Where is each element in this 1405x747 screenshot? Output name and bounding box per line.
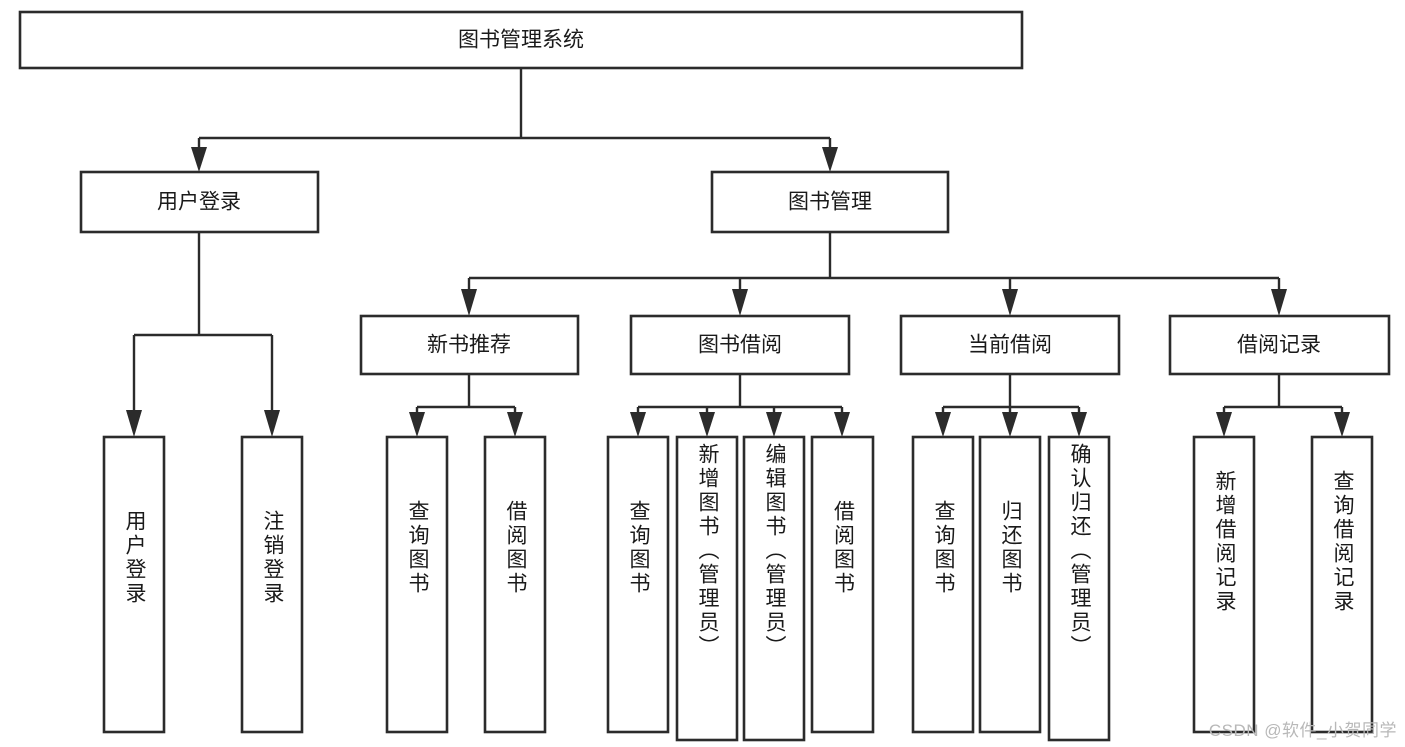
node-book-management[interactable]: 图书管理: [710, 170, 950, 234]
csdn-watermark: CSDN @软件_小贺同学: [1208, 721, 1397, 740]
connector-group-bookmgmt: [461, 232, 1287, 316]
arrow-head-leaf-return-book: [1002, 412, 1018, 437]
arrow-head-leaf-query-book-2: [630, 412, 646, 437]
connector-group-borrow-records: [1216, 374, 1350, 437]
connector-group-new-book-recommend: [409, 374, 523, 437]
arrow-head-current-borrow: [1002, 289, 1018, 316]
node-book-management-label: 图书管理: [788, 191, 872, 214]
arrow-head-borrow-records: [1271, 289, 1287, 316]
node-borrow-records[interactable]: 借阅记录: [1168, 314, 1391, 376]
node-new-book-recommend-box[interactable]: [359, 314, 580, 376]
leaf-box-borrow-book-2[interactable]: [810, 435, 875, 734]
connector-group-current-borrow: [935, 374, 1087, 437]
connector-group-book-borrow: [630, 374, 850, 437]
leaf-box-confirm-return[interactable]: [1047, 435, 1111, 742]
arrow-head-userlogin: [191, 147, 207, 172]
node-current-borrow-box[interactable]: [899, 314, 1121, 376]
arrow-head-new-book-recommend: [461, 289, 477, 316]
arrow-head-leaf-edit-book: [766, 412, 782, 437]
node-borrow-records-box[interactable]: [1168, 314, 1391, 376]
node-current-borrow-label: 当前借阅: [968, 334, 1052, 357]
node-book-management-box[interactable]: [710, 170, 950, 234]
node-current-borrow[interactable]: 当前借阅: [899, 314, 1121, 376]
leaf-box-edit-book[interactable]: [742, 435, 806, 742]
leaf-box-query-book-1[interactable]: [385, 435, 449, 734]
arrow-head-leaf-confirm-return: [1071, 412, 1087, 437]
arrow-head-leaf-borrow-book-2: [834, 412, 850, 437]
node-borrow-records-label: 借阅记录: [1237, 334, 1321, 357]
node-root[interactable]: 图书管理系统: [18, 10, 1024, 70]
node-user-login[interactable]: 用户登录: [79, 170, 320, 234]
arrow-head-leaf-query-book-1: [409, 412, 425, 437]
arrow-head-leaf-add-book: [699, 412, 715, 437]
connector-group-userlogin: [126, 232, 280, 437]
arrow-head-leaf-query-book-3: [935, 412, 951, 437]
arrow-head-leaf-logout: [264, 410, 280, 437]
node-new-book-recommend[interactable]: 新书推荐: [359, 314, 580, 376]
arrow-head-leaf-query-record: [1334, 412, 1350, 437]
node-book-borrow-label: 图书借阅: [698, 334, 782, 357]
leaf-box-return-book[interactable]: [978, 435, 1042, 734]
node-new-book-recommend-label: 新书推荐: [427, 334, 511, 357]
node-root-label: 图书管理系统: [458, 29, 584, 52]
node-book-borrow[interactable]: 图书借阅: [629, 314, 851, 376]
arrow-head-leaf-borrow-book-1: [507, 412, 523, 437]
leaf-box-borrow-book-1[interactable]: [483, 435, 547, 734]
connector-group-root: [191, 68, 838, 172]
arrow-head-bookmgmt: [822, 147, 838, 172]
arrow-head-book-borrow: [732, 289, 748, 316]
leaf-box-user-login[interactable]: [102, 435, 166, 734]
leaf-box-query-record[interactable]: [1310, 435, 1374, 734]
node-book-borrow-box[interactable]: [629, 314, 851, 376]
node-user-login-label: 用户登录: [157, 191, 241, 214]
leaf-boxes: [102, 435, 1374, 742]
leaf-box-add-record[interactable]: [1192, 435, 1256, 734]
arrow-head-leaf-add-record: [1216, 412, 1232, 437]
arrow-head-leaf-user-login: [126, 410, 142, 437]
leaf-box-query-book-3[interactable]: [911, 435, 975, 734]
leaf-box-add-book[interactable]: [675, 435, 739, 742]
node-root-box[interactable]: [18, 10, 1024, 70]
leaf-box-logout[interactable]: [240, 435, 304, 734]
leaf-box-query-book-2[interactable]: [606, 435, 670, 734]
node-user-login-box[interactable]: [79, 170, 320, 234]
